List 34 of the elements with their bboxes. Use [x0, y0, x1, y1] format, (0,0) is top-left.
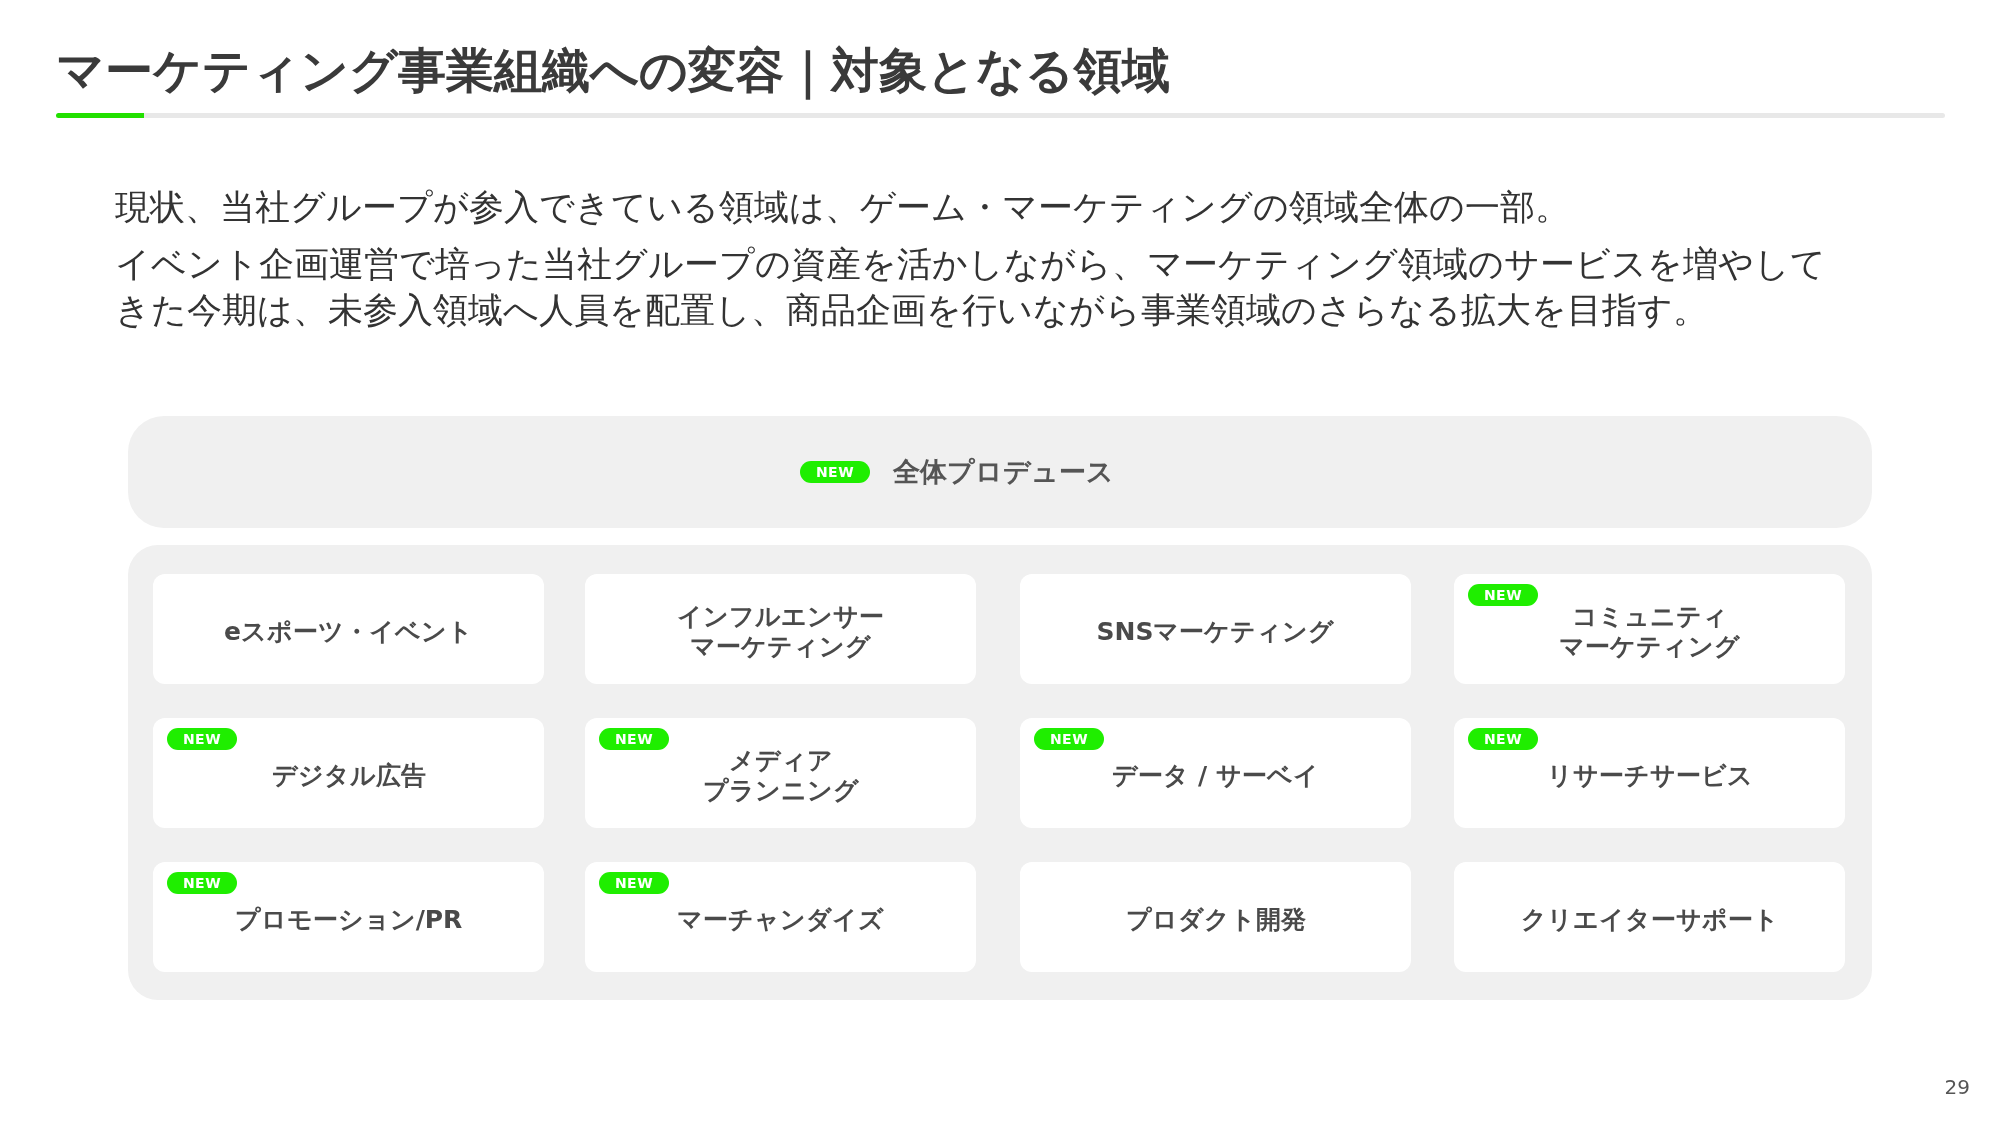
- service-card: [1020, 718, 1411, 828]
- band-label: 全体プロデュース: [893, 455, 1114, 489]
- tile-label: リサーチサービス: [1546, 760, 1753, 791]
- service-card: [1454, 574, 1845, 684]
- tile-label: プロモーション/PR: [234, 904, 463, 935]
- tile-label: デジタル広告: [271, 760, 426, 791]
- new-badge: NEW: [1034, 728, 1104, 750]
- header-band: [128, 416, 1872, 528]
- service-card: [153, 718, 544, 828]
- new-badge: NEW: [1468, 584, 1538, 606]
- tile-label: データ / サーベイ: [1112, 760, 1319, 791]
- tile-label: eスポーツ・イベント: [224, 616, 473, 647]
- tile-label: クリエイターサポート: [1520, 904, 1779, 935]
- new-badge: NEW: [599, 728, 669, 750]
- slide-title: マーケティング事業組織への変容｜対象となる領域: [56, 41, 1170, 102]
- page-number: 29: [1943, 1075, 1970, 1099]
- new-badge: NEW: [1468, 728, 1538, 750]
- tile-label: マーチャンダイズ: [677, 904, 884, 935]
- service-card: [153, 862, 544, 972]
- new-badge: NEW: [167, 872, 237, 894]
- tile-label: プロダクト開発: [1125, 904, 1306, 935]
- new-badge: NEW: [599, 872, 669, 894]
- new-badge: NEW: [167, 728, 237, 750]
- tile-label: メディアプランニング: [702, 745, 859, 806]
- tile-label: コミュニティマーケティング: [1559, 601, 1740, 662]
- new-badge: NEW: [800, 461, 870, 483]
- body-text: イベント企画運営で培った当社グループの資産を活かしながら、マーケティング領域のサービスを増やしてきた今期は、未参入領域へ人員を配置し、商品企画を行いながら事業領域のさらなる拡大を目指す。: [115, 243, 1827, 332]
- service-card: [585, 862, 976, 972]
- tile-label: SNSマーケティング: [1096, 616, 1335, 647]
- service-card: [585, 718, 976, 828]
- service-card: [1454, 718, 1845, 828]
- tile-label: インフルエンサーマーケティング: [677, 601, 884, 662]
- grid-panel: [128, 545, 1872, 1000]
- body-text: 現状、当社グループが参入できている領域は、ゲーム・マーケティングの領域全体の一部。: [115, 186, 1571, 229]
